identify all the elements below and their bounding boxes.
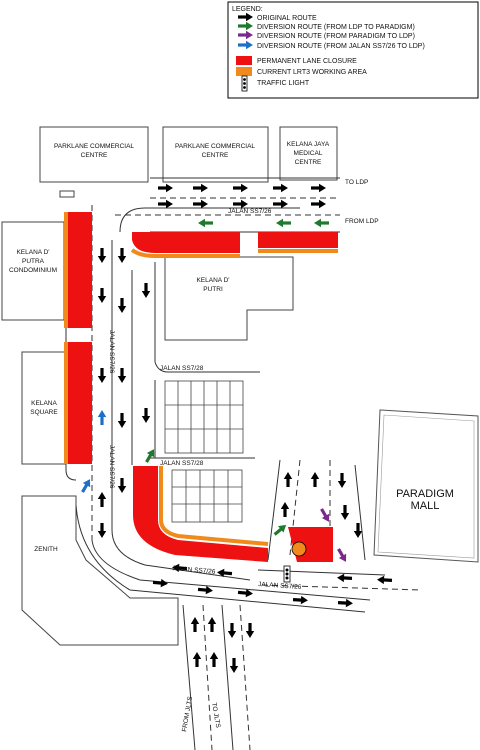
road-label-from-ldp: FROM LDP — [345, 218, 379, 225]
road-label: JALAN SS7/26 — [108, 445, 115, 489]
legend-label: TRAFFIC LIGHT — [257, 80, 310, 87]
road-label-to-ldp: TO LDP — [345, 179, 368, 186]
traffic-light-icon — [241, 75, 248, 92]
legend-item-ss726-ldp: DIVERSION ROUTE (FROM JALAN SS7/26 TO LD… — [238, 40, 425, 50]
building-label: CENTRE — [81, 152, 108, 159]
road-label: JALAN SS7/26 — [228, 208, 272, 215]
building-zenith: ZENITH — [21, 495, 179, 646]
closure-bottom-curve — [133, 466, 269, 562]
building-label: KELANA D' — [196, 277, 229, 284]
building-kelana-dputri: KELANA D' PUTRI — [164, 256, 294, 341]
small-structure — [59, 190, 75, 198]
building-label: CONDOMINIUM — [9, 267, 57, 274]
building-label: KELANA D' — [16, 249, 49, 256]
building-label: PARKLANE COMMERCIAL — [175, 143, 255, 150]
closure-top — [130, 232, 338, 258]
legend-label: CURRENT LRT3 WORKING AREA — [257, 69, 367, 76]
parking-lot-upper — [164, 380, 244, 454]
legend: LEGEND: ORIGINAL ROUTE DIVERSION ROUTE (… — [227, 1, 479, 99]
building-label: SQUARE — [30, 409, 58, 416]
legend-label: PERMANENT LANE CLOSURE — [257, 58, 357, 65]
building-parklane-1: PARKLANE COMMERCIAL CENTRE — [39, 126, 149, 183]
legend-label: DIVERSION ROUTE (FROM LDP TO PARADIGM) — [257, 24, 415, 31]
road-label: TO JLTS — [210, 702, 221, 729]
building-label: PARADIGM — [396, 488, 454, 500]
building-label: PUTRI — [203, 286, 223, 293]
building-label: CENTRE — [295, 159, 322, 166]
legend-label: DIVERSION ROUTE (FROM JALAN SS7/26 TO LD… — [257, 43, 425, 50]
parking-lot-lower — [171, 469, 243, 523]
building-label: PUTRA — [22, 258, 45, 265]
building-label: ZENITH — [34, 546, 58, 553]
closure-junction — [288, 527, 333, 562]
building-label: MEDICAL — [294, 150, 323, 157]
building-medical-centre: KELANA JAYA MEDICAL CENTRE — [279, 126, 338, 181]
legend-item-work-area: CURRENT LRT3 WORKING AREA — [236, 67, 367, 76]
road-label: JALAN SS7/28 — [160, 365, 204, 372]
building-kelana-square: KELANA SQUARE — [21, 351, 67, 465]
building-label: PARKLANE COMMERCIAL — [54, 143, 134, 150]
building-label: CENTRE — [202, 152, 229, 159]
legend-item-original: ORIGINAL ROUTE — [238, 12, 317, 22]
road-label: JALAN SS7/28 — [160, 460, 204, 467]
traffic-light-icon — [283, 565, 291, 583]
road-label: JALAN SS7/26 — [172, 565, 216, 576]
legend-item-ldp-paradigm: DIVERSION ROUTE (FROM LDP TO PARADIGM) — [238, 21, 415, 31]
legend-label: DIVERSION ROUTE (FROM PARADIGM TO LDP) — [257, 33, 415, 40]
legend-item-traffic-light: TRAFFIC LIGHT — [241, 75, 310, 92]
legend-item-paradigm-ldp: DIVERSION ROUTE (FROM PARADIGM TO LDP) — [238, 30, 415, 40]
legend-label: ORIGINAL ROUTE — [257, 15, 317, 22]
legend-title: LEGEND: — [232, 6, 263, 13]
building-label: KELANA — [31, 400, 57, 407]
closure-left-lower — [64, 342, 92, 464]
orange-swatch — [236, 67, 252, 76]
building-parklane-2: PARKLANE COMMERCIAL CENTRE — [162, 126, 269, 183]
building-paradigm-mall: PARADIGM MALL — [373, 409, 479, 563]
building-label: KELANA JAYA — [287, 141, 330, 148]
closure-left-upper — [64, 212, 92, 328]
legend-item-closure: PERMANENT LANE CLOSURE — [236, 56, 357, 65]
road-label: JALAN SS7/26 — [108, 330, 115, 374]
building-kelana-dputra: KELANA D' PUTRA CONDOMINIUM — [1, 221, 65, 321]
road-label: JALAN SS7/26 — [258, 581, 302, 591]
building-label: MALL — [411, 500, 440, 512]
red-swatch — [236, 56, 252, 65]
